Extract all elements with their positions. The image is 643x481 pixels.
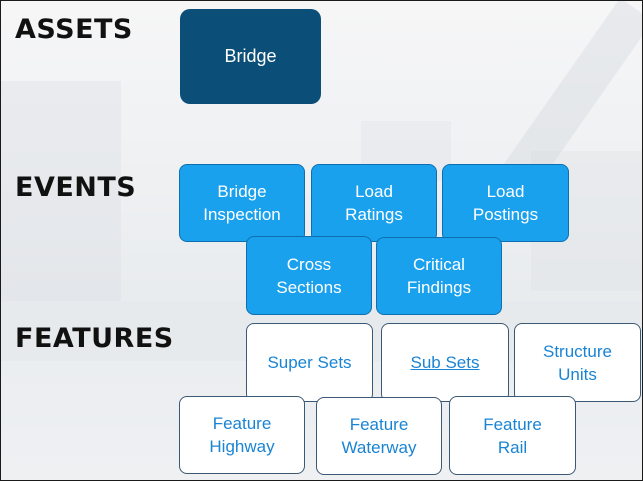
feature-rail-label: Feature Rail bbox=[483, 414, 542, 457]
section-label-events: EVENTS bbox=[15, 172, 137, 203]
feature-rail-button[interactable]: Feature Rail bbox=[449, 396, 576, 475]
event-load-postings-button[interactable]: Load Postings bbox=[442, 164, 569, 242]
asset-bridge-label: Bridge bbox=[224, 46, 277, 66]
feature-waterway-label: Feature Waterway bbox=[341, 415, 417, 457]
event-critical-findings-button[interactable]: Critical Findings bbox=[376, 237, 502, 315]
section-label-features: FEATURES bbox=[15, 323, 174, 354]
event-load-ratings-label: Load Ratings bbox=[345, 182, 403, 224]
feature-highway-button[interactable]: Feature Highway bbox=[179, 396, 305, 474]
event-cross-sections-button[interactable]: Cross Sections bbox=[246, 236, 372, 315]
event-cross-sections-label: Cross Sections bbox=[276, 254, 342, 297]
feature-structure-units-button[interactable]: Structure Units bbox=[514, 323, 641, 402]
section-label-assets: ASSETS bbox=[15, 14, 133, 45]
feature-highway-label: Feature Highway bbox=[209, 414, 275, 456]
feature-structure-units-label: Structure Units bbox=[543, 341, 612, 384]
event-bridge-inspection-button[interactable]: Bridge Inspection bbox=[179, 164, 305, 242]
event-load-postings-label: Load Postings bbox=[472, 182, 539, 224]
feature-sub-sets-link[interactable]: Sub Sets bbox=[381, 323, 509, 402]
event-bridge-inspection-label: Bridge Inspection bbox=[203, 182, 281, 224]
asset-bridge-button[interactable]: Bridge bbox=[180, 9, 321, 104]
feature-waterway-button[interactable]: Feature Waterway bbox=[316, 397, 442, 475]
background-building-shape bbox=[1, 81, 121, 301]
feature-super-sets-button[interactable]: Super Sets bbox=[246, 323, 373, 402]
event-load-ratings-button[interactable]: Load Ratings bbox=[311, 164, 437, 242]
feature-sub-sets-label: Sub Sets bbox=[410, 353, 480, 372]
event-critical-findings-label: Critical Findings bbox=[406, 255, 472, 297]
feature-super-sets-label: Super Sets bbox=[267, 353, 352, 372]
